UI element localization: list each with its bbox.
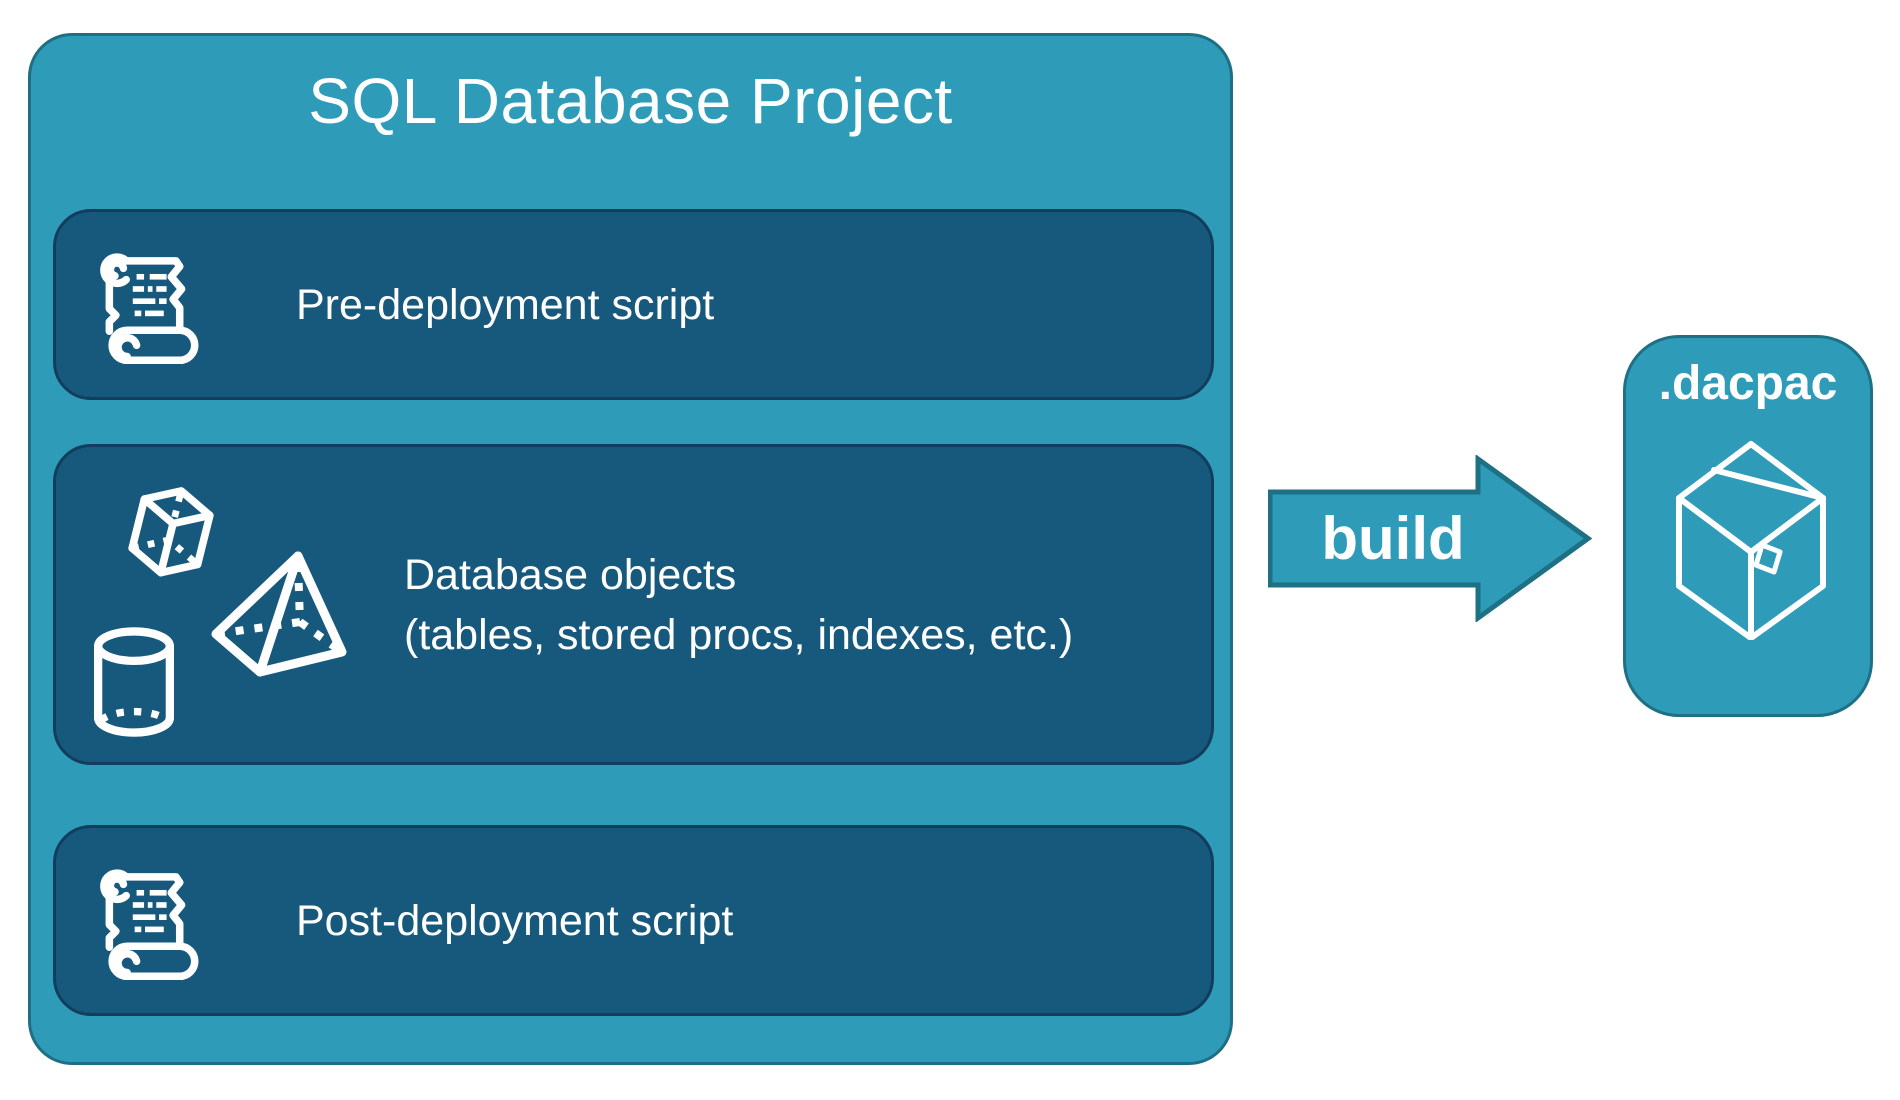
pre-deployment-box: Pre-deployment script [53, 209, 1214, 400]
package-icon [1676, 441, 1826, 640]
arrow-shape-icon [1268, 455, 1592, 622]
dacpac-label: .dacpac [1658, 357, 1838, 410]
scroll-icon [100, 253, 199, 365]
database-objects-label-line2: (tables, stored procs, indexes, etc.) [404, 610, 1074, 659]
dacpac-box: .dacpac [1623, 335, 1873, 717]
pyramid-icon [211, 551, 347, 677]
database-objects-label-line1: Database objects [404, 550, 737, 599]
project-title: SQL Database Project [308, 65, 953, 137]
cube-icon [128, 487, 214, 577]
post-deployment-label: Post-deployment script [296, 896, 734, 945]
build-arrow: build [1268, 455, 1592, 622]
sql-database-project-container: SQL Database Project Pre-deployment scri… [28, 33, 1233, 1065]
database-objects-box: Database objects (tables, stored procs, … [53, 444, 1214, 765]
cylinder-icon [94, 627, 174, 737]
post-deployment-box: Post-deployment script [53, 825, 1214, 1016]
database-objects-label: Database objects (tables, stored procs, … [56, 545, 1073, 665]
scroll-icon [100, 869, 199, 981]
pre-deployment-label: Pre-deployment script [296, 280, 715, 329]
build-label: build [1321, 505, 1465, 572]
